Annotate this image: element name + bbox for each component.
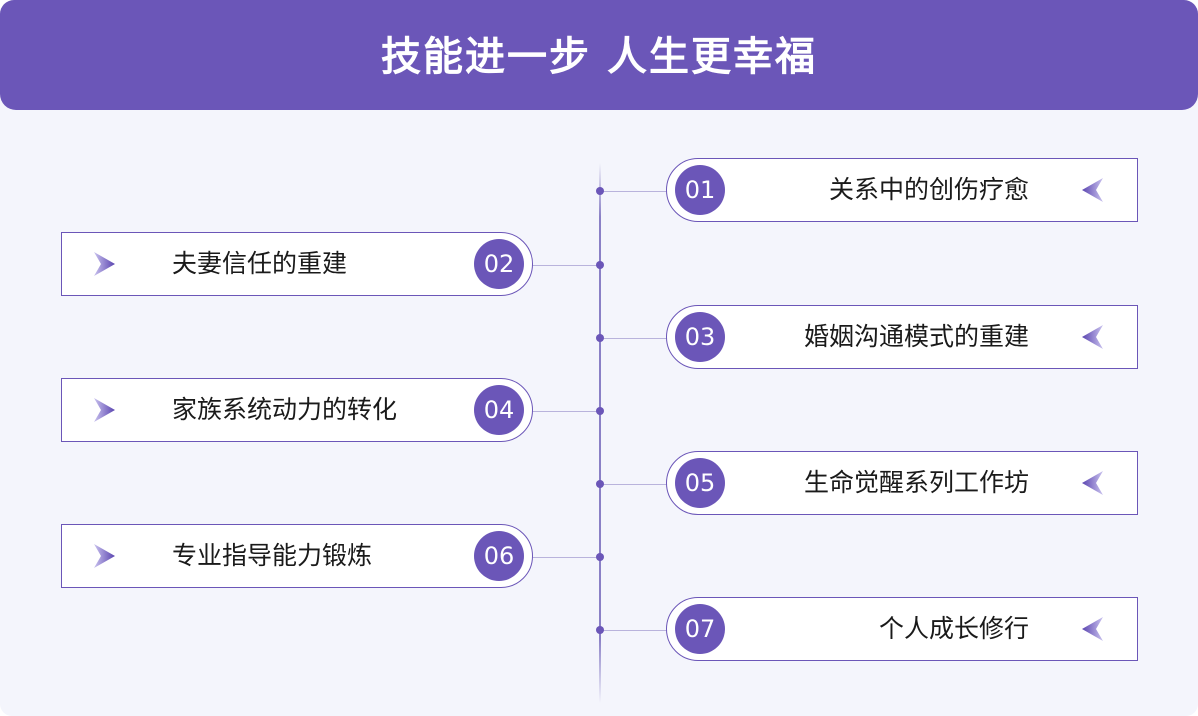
number-badge: 07 — [675, 604, 725, 654]
timeline-connector — [531, 411, 600, 412]
number-badge: 01 — [675, 165, 725, 215]
chevron-right-icon — [94, 252, 115, 276]
list-item: 05 生命觉醒系列工作坊 — [666, 451, 1138, 515]
item-label: 生命觉醒系列工作坊 — [803, 468, 1029, 497]
list-item: 07 个人成长修行 — [666, 597, 1138, 661]
timeline-connector — [600, 191, 668, 192]
item-label: 婚姻沟通模式的重建 — [803, 322, 1029, 351]
list-item: 家族系统动力的转化 04 — [61, 378, 533, 442]
item-label: 个人成长修行 — [878, 614, 1029, 643]
number-badge: 04 — [474, 385, 524, 435]
chevron-left-icon — [1082, 471, 1103, 495]
chevron-left-icon — [1082, 178, 1103, 202]
timeline-dot — [596, 480, 604, 488]
timeline-connector — [600, 338, 668, 339]
timeline-connector — [600, 630, 668, 631]
list-item: 专业指导能力锻炼 06 — [61, 524, 533, 588]
chevron-left-icon — [1082, 325, 1103, 349]
chevron-left-icon — [1082, 617, 1103, 641]
timeline-dot — [596, 626, 604, 634]
chevron-right-icon — [94, 544, 115, 568]
list-item: 03 婚姻沟通模式的重建 — [666, 305, 1138, 369]
timeline-connector — [531, 557, 600, 558]
timeline-line — [599, 163, 601, 703]
number-badge: 03 — [675, 312, 725, 362]
timeline-dot — [596, 261, 604, 269]
timeline-dot — [596, 407, 604, 415]
list-item: 01 关系中的创伤疗愈 — [666, 158, 1138, 222]
item-label: 家族系统动力的转化 — [172, 395, 398, 424]
number-badge: 06 — [474, 531, 524, 581]
list-item: 夫妻信任的重建 02 — [61, 232, 533, 296]
number-badge: 05 — [675, 458, 725, 508]
item-label: 夫妻信任的重建 — [172, 249, 348, 278]
timeline-connector — [600, 484, 668, 485]
item-label: 专业指导能力锻炼 — [172, 541, 373, 570]
timeline-dot — [596, 553, 604, 561]
timeline-dot — [596, 187, 604, 195]
item-label: 关系中的创伤疗愈 — [828, 175, 1029, 204]
timeline-connector — [531, 265, 600, 266]
timeline-dot — [596, 334, 604, 342]
page-title: 技能进一步 人生更幸福 — [381, 34, 817, 80]
number-badge: 02 — [474, 239, 524, 289]
header-banner: 技能进一步 人生更幸福 — [0, 0, 1198, 110]
chevron-right-icon — [94, 398, 115, 422]
